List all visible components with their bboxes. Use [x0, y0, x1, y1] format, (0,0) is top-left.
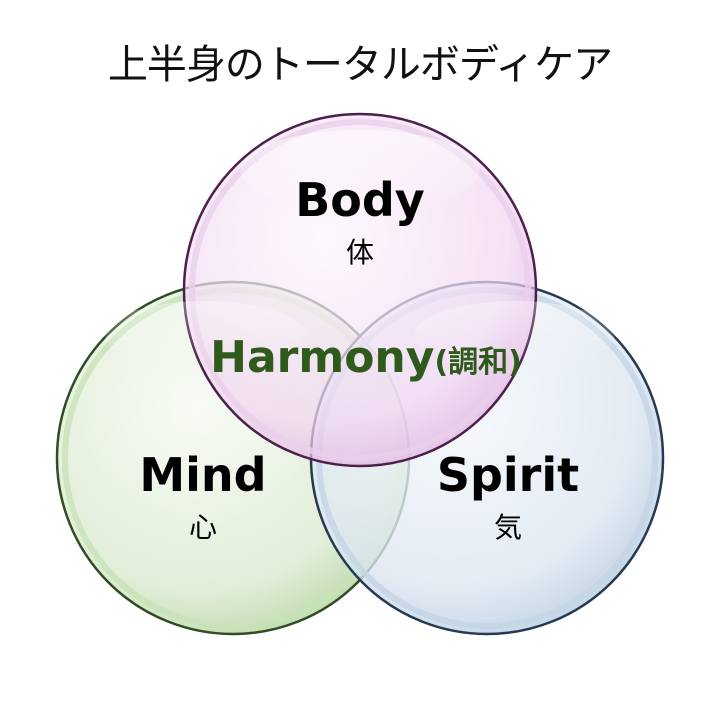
mind-gloss: [105, 301, 305, 369]
diagram-title: 上半身のトータルボディケア: [107, 42, 613, 88]
mind-label: Mind: [139, 448, 266, 502]
body-label: Body: [295, 173, 425, 227]
body-circle: [182, 112, 538, 468]
harmony-word: Harmony: [210, 332, 434, 383]
mind-sublabel: 心: [189, 511, 217, 544]
body-sublabel: 体: [346, 236, 374, 269]
spirit-label: Spirit: [437, 448, 579, 502]
harmony-label: Harmony(調和): [210, 332, 522, 383]
body-gloss: [240, 130, 480, 210]
harmony-sublabel: (調和): [434, 345, 521, 380]
spirit-sublabel: 気: [494, 511, 522, 544]
spirit-gloss: [415, 301, 615, 369]
